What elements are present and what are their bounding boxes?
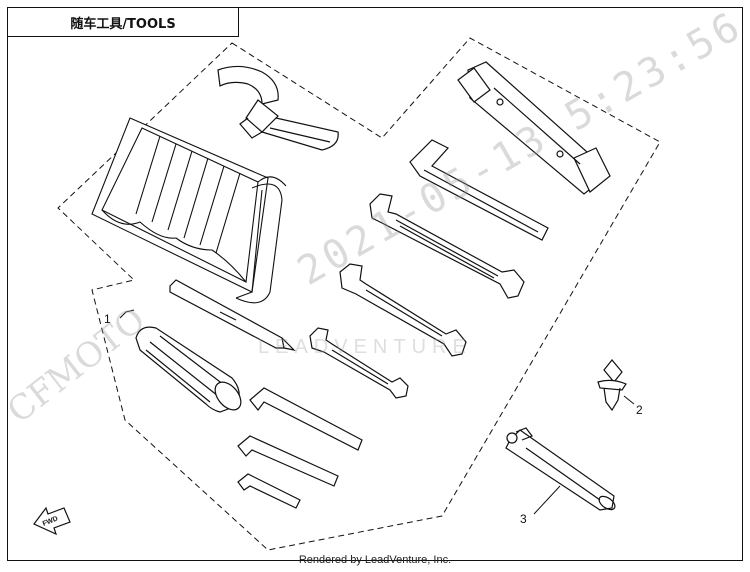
hex-key-medium-part — [237, 435, 339, 487]
fwd-arrow-icon — [33, 506, 71, 536]
screwdriver-handle-part — [135, 326, 242, 413]
rod-handle-part — [505, 427, 616, 511]
wrench-small-part — [309, 327, 409, 399]
diagram-frame — [7, 7, 743, 561]
callout-1: 1 — [104, 312, 111, 326]
leader-line-1 — [119, 309, 135, 319]
clip-part — [597, 359, 627, 412]
group-outline — [57, 37, 661, 551]
l-rod-part — [409, 139, 549, 241]
callout-3: 3 — [520, 512, 527, 526]
hex-key-small-part — [237, 473, 301, 509]
leader-line-2 — [623, 395, 635, 405]
wrench-medium-part — [339, 263, 467, 357]
page-title: 随车工具/TOOLS — [7, 7, 239, 37]
hex-key-large-part — [249, 387, 363, 451]
callout-2: 2 — [636, 403, 643, 417]
leader-line-3 — [533, 485, 561, 515]
wrench-large-part — [369, 193, 525, 299]
strap-wrench-part — [217, 65, 339, 151]
tool-bag-part — [91, 117, 287, 304]
footer-credit: Rendered by LeadVenture, Inc. — [298, 554, 452, 566]
box-spanner-part — [457, 61, 611, 195]
screwdriver-shaft-part — [169, 279, 296, 351]
